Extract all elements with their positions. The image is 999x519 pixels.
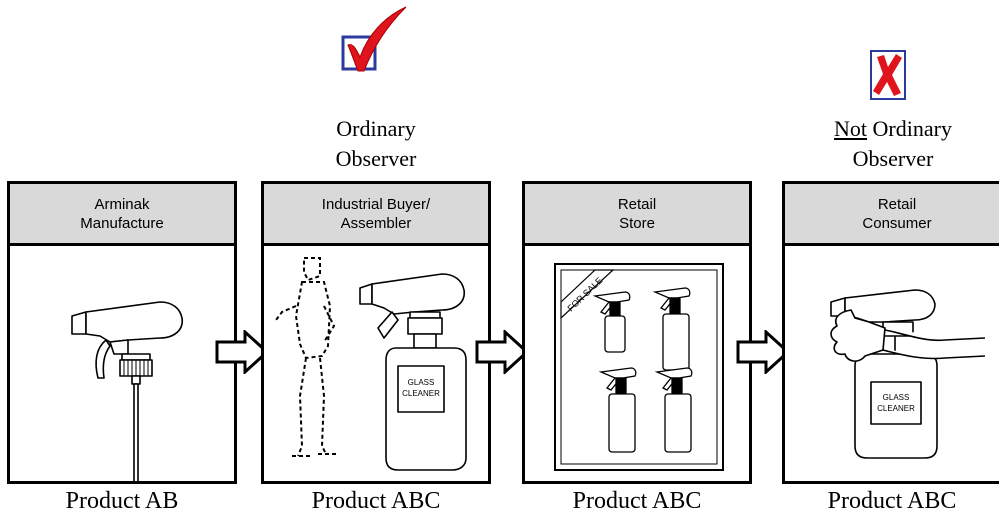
stage-panel-manufacture: Arminak Manufacture bbox=[7, 181, 237, 489]
x-mark-icon bbox=[870, 50, 906, 100]
display-shelf-icon bbox=[554, 263, 724, 471]
observer-word: Observer bbox=[335, 146, 417, 171]
small-bottle-icon bbox=[598, 367, 637, 453]
stage-caption: Product ABC bbox=[827, 488, 957, 514]
stage-header-line2: Manufacture bbox=[80, 214, 164, 232]
hand-holding-bottle-icon bbox=[830, 289, 986, 459]
glass-label-line2: CLEANER bbox=[402, 389, 440, 398]
stage-panel-retail-consumer: Retail Consumer GLASS CLEANER bbox=[782, 181, 999, 484]
not-ordinary-line: Not Ordinary bbox=[783, 114, 999, 144]
worker-figure-icon bbox=[275, 257, 336, 457]
glass-cleaner-bottle-icon bbox=[359, 273, 467, 471]
stage-header-line1: Arminak bbox=[94, 195, 150, 213]
stage-header-line2: Consumer bbox=[862, 214, 932, 232]
stage-header-line2: Store bbox=[619, 214, 655, 232]
not-word: Not bbox=[834, 116, 868, 141]
right-arrow-icon bbox=[475, 330, 529, 374]
stage-header: Industrial Buyer/ Assembler bbox=[264, 184, 488, 246]
not-ordinary-observer-label: Not Ordinary Observer bbox=[783, 114, 999, 174]
stage-panel-assembler: Industrial Buyer/ Assembler bbox=[261, 181, 491, 484]
glass-label-line2: CLEANER bbox=[877, 404, 915, 413]
stage-header-line1: Industrial Buyer/ bbox=[321, 195, 431, 213]
glass-label-line1: GLASS bbox=[883, 393, 910, 402]
trigger-sprayer-icon bbox=[71, 301, 184, 489]
small-bottle-icon bbox=[592, 291, 631, 353]
stage-header: Retail Consumer bbox=[785, 184, 999, 246]
stage-panel-retail-store: Retail Store FOR SALE bbox=[522, 181, 752, 484]
observer-word: Observer bbox=[852, 146, 934, 171]
right-arrow-icon bbox=[736, 330, 790, 374]
glass-label-line1: GLASS bbox=[408, 378, 435, 387]
stage-header: Retail Store bbox=[525, 184, 749, 246]
stage-header-line2: Assembler bbox=[340, 214, 412, 232]
stage-header: Arminak Manufacture bbox=[10, 184, 234, 246]
stage-header-line1: Retail bbox=[877, 195, 917, 213]
check-mark-icon bbox=[341, 6, 407, 72]
small-bottle-icon bbox=[652, 287, 691, 371]
ordinary-word: Ordinary bbox=[867, 116, 952, 141]
stage-header-line1: Retail bbox=[617, 195, 657, 213]
stage-caption: Product ABC bbox=[311, 488, 441, 514]
stage-caption: Product ABC bbox=[572, 488, 702, 514]
ordinary-observer-label: Ordinary Observer bbox=[266, 114, 486, 174]
small-bottle-icon bbox=[654, 367, 693, 453]
stage-caption: Product AB bbox=[65, 488, 179, 514]
ordinary-word: Ordinary bbox=[336, 116, 416, 141]
right-arrow-icon bbox=[215, 330, 269, 374]
